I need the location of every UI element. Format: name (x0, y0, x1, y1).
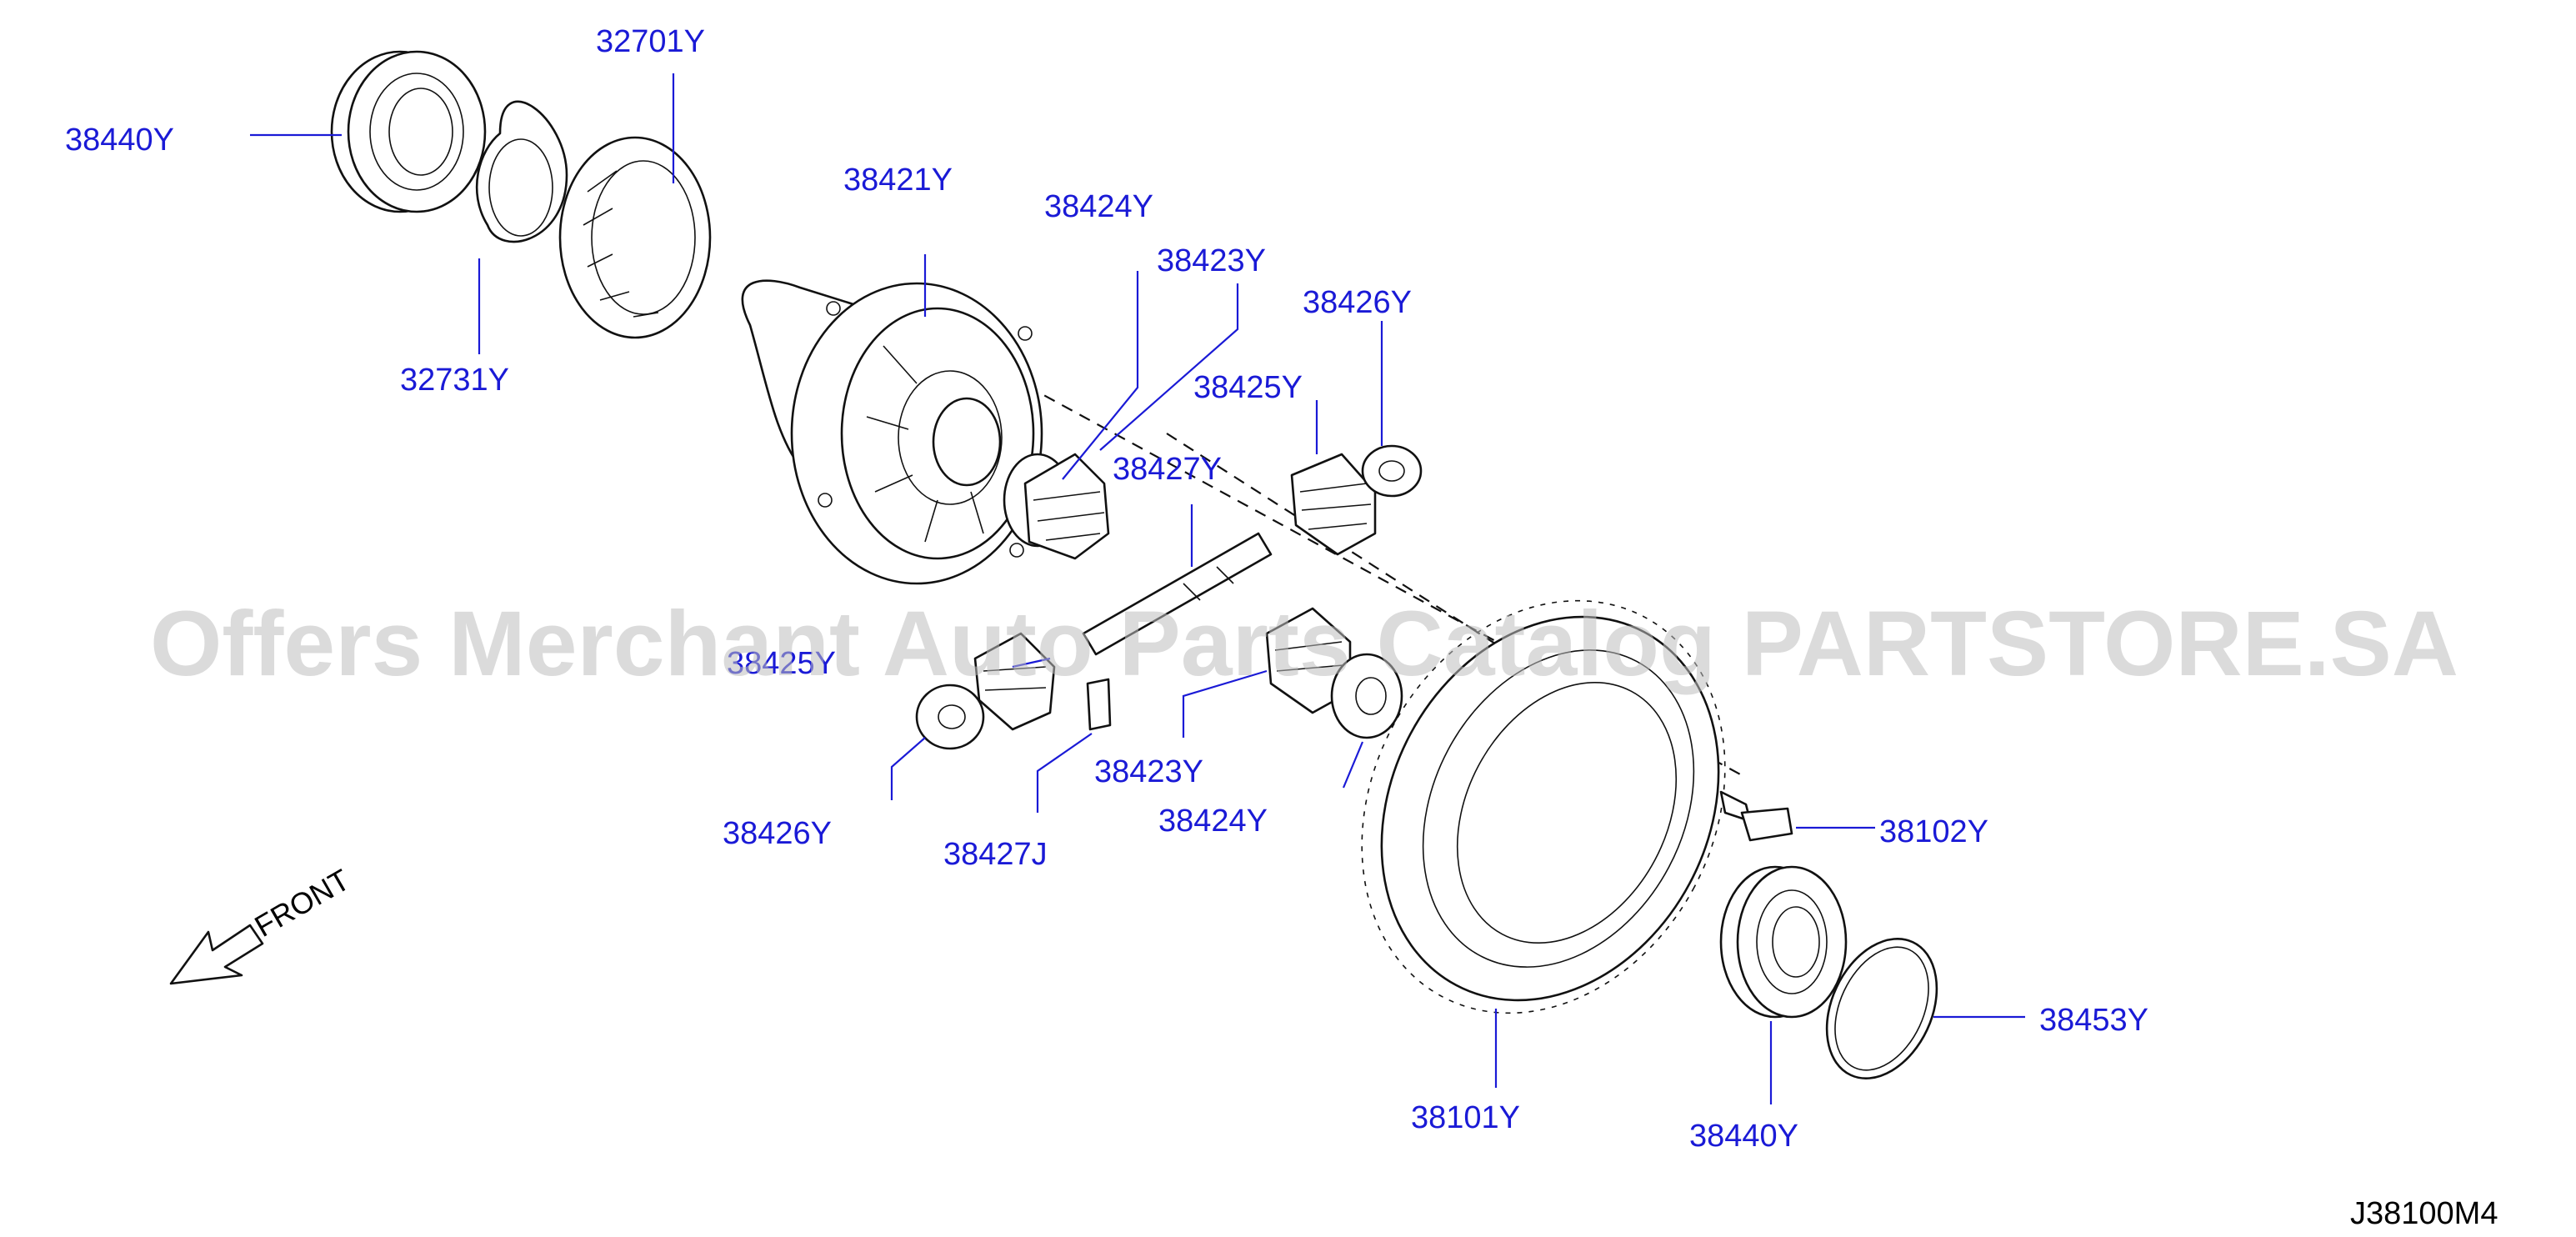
label-bearing-bottom[interactable]: 38440Y (1689, 1119, 1798, 1154)
label-washer-upper[interactable]: 38424Y (1044, 189, 1153, 224)
label-thrust-washer-right[interactable]: 38426Y (1303, 285, 1412, 320)
label-lock-pin[interactable]: 38427J (943, 837, 1048, 872)
label-bearing-top[interactable]: 38440Y (65, 123, 174, 158)
shim-inner[interactable] (475, 100, 568, 243)
leader-lines (250, 73, 2025, 1104)
watermark-text: Offers Merchant Auto Parts Catalog PARTS… (150, 593, 2458, 695)
side-gear-right[interactable] (1290, 453, 1377, 556)
bearing-top[interactable] (330, 50, 487, 213)
ring-gear[interactable] (1292, 537, 1795, 1077)
label-bolt[interactable]: 38102Y (1879, 814, 1988, 849)
label-shim-outer[interactable]: 32701Y (596, 24, 705, 59)
shim-outer[interactable] (558, 136, 712, 339)
front-label: FRONT (249, 862, 356, 944)
part-labels: 38440Y 32701Y 32731Y 38421Y 38424Y 38423… (65, 24, 2148, 1154)
front-arrow-icon (169, 924, 264, 985)
label-o-ring[interactable]: 38453Y (2039, 1003, 2148, 1038)
label-case[interactable]: 38421Y (843, 163, 953, 198)
label-side-gear-left[interactable]: 38425Y (727, 646, 836, 681)
diagram-code: J38100M4 (2350, 1196, 2498, 1231)
label-side-gear-right[interactable]: 38425Y (1193, 370, 1303, 405)
pinion-upper[interactable] (1023, 453, 1110, 560)
lock-pin[interactable] (1086, 678, 1112, 731)
pinion-shaft[interactable] (1082, 532, 1273, 656)
differential-case[interactable] (741, 279, 1043, 585)
thrust-washer-left[interactable] (915, 684, 985, 750)
label-pinion-lower[interactable]: 38423Y (1094, 754, 1203, 789)
label-pinion-shaft[interactable]: 38427Y (1113, 452, 1222, 487)
label-pinion-upper[interactable]: 38423Y (1157, 243, 1266, 278)
thrust-washer-right[interactable] (1361, 444, 1423, 498)
front-direction-indicator: FRONT (169, 862, 356, 985)
label-washer-lower[interactable]: 38424Y (1158, 804, 1268, 839)
bolt[interactable] (1719, 790, 1793, 842)
label-thrust-washer-left[interactable]: 38426Y (723, 816, 832, 851)
bearing-bottom[interactable] (1719, 865, 1848, 1019)
washer-lower[interactable] (1330, 653, 1403, 739)
o-ring[interactable] (1805, 921, 1958, 1096)
label-ring-gear[interactable]: 38101Y (1411, 1100, 1520, 1135)
label-shim-inner[interactable]: 32731Y (400, 363, 509, 398)
